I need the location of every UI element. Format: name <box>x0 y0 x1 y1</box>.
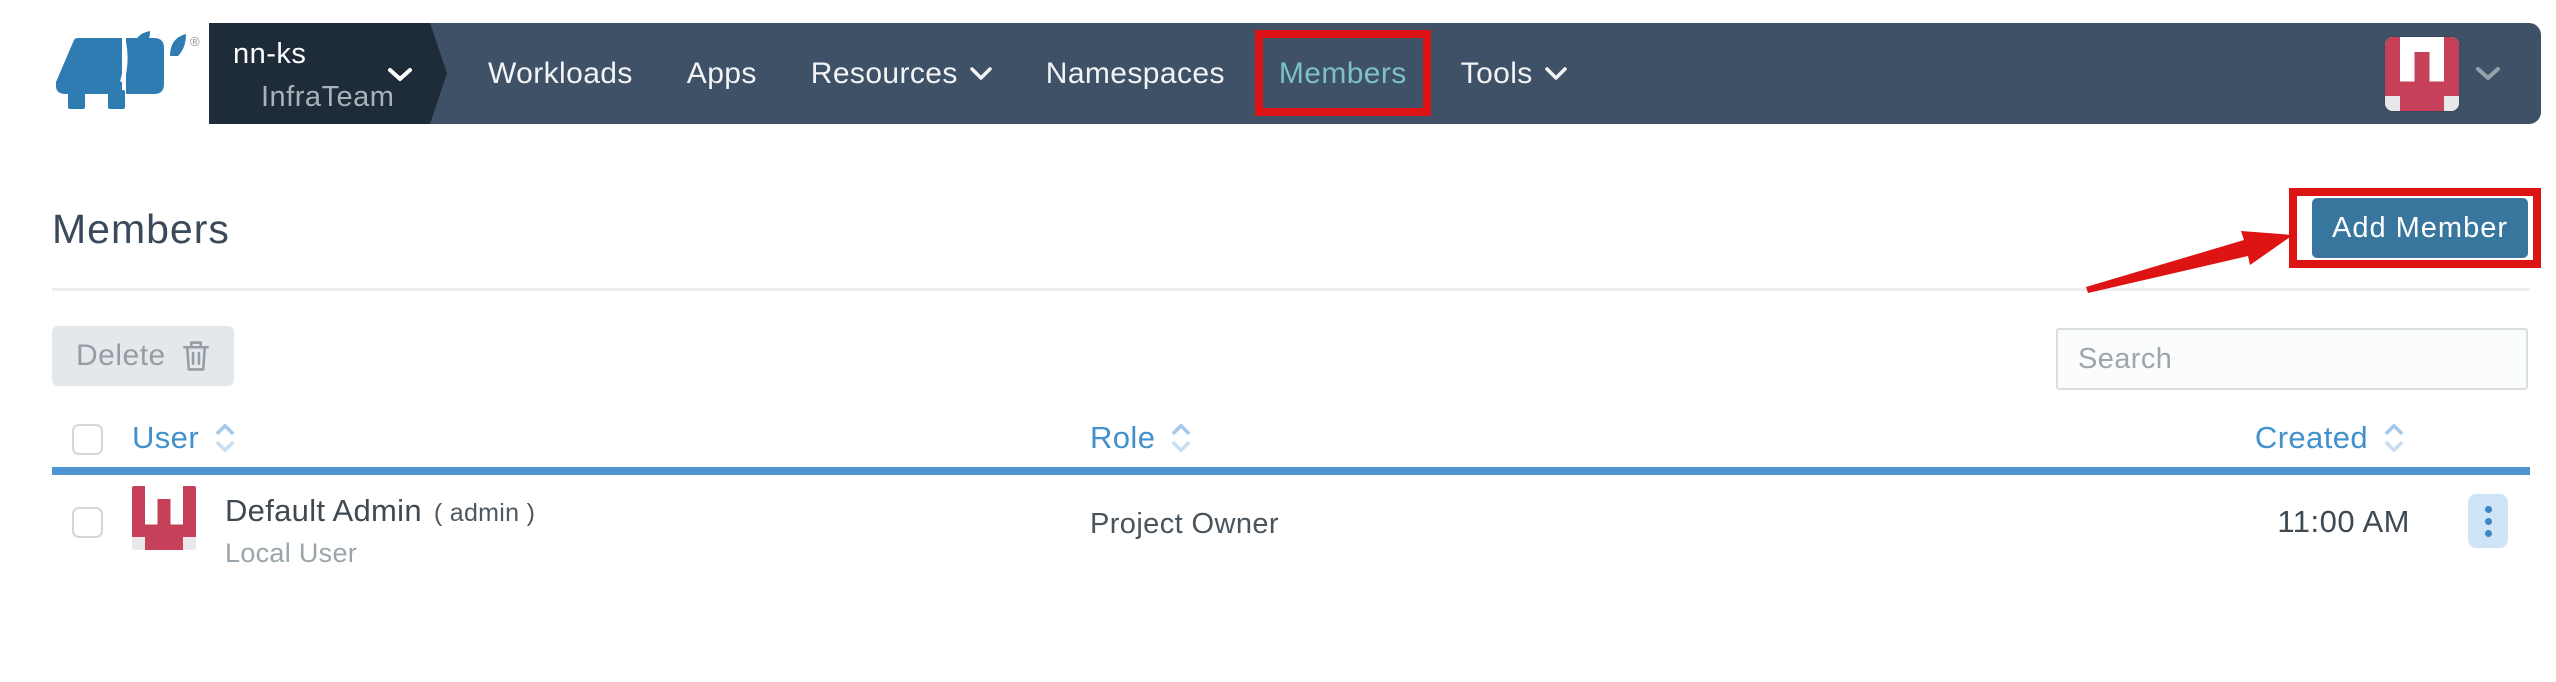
nav-item-label: Members <box>1278 56 1407 90</box>
search-input[interactable] <box>2056 328 2528 390</box>
nav-item-tools[interactable]: Tools <box>1434 23 1594 124</box>
identicon-avatar-icon <box>132 486 196 550</box>
column-header-created[interactable]: Created <box>2255 420 2406 456</box>
kebab-menu-icon <box>2484 505 2492 513</box>
chevron-down-icon <box>1544 66 1567 81</box>
select-all-checkbox[interactable] <box>72 424 103 455</box>
divider <box>52 288 2530 291</box>
user-type: Local User <box>225 538 358 568</box>
nav-item-label: Resources <box>810 56 958 90</box>
user-id: ( admin ) <box>433 499 536 527</box>
nav-item-resources[interactable]: Resources <box>784 23 1019 124</box>
identicon-avatar-icon <box>2385 36 2459 111</box>
created-cell: 11:00 AM <box>2277 504 2410 539</box>
sort-icon <box>1169 423 1193 453</box>
add-member-button[interactable]: Add Member <box>2312 198 2528 258</box>
table-header-underline <box>52 467 2530 475</box>
column-label: User <box>132 420 200 455</box>
column-label: Role <box>1090 420 1156 455</box>
nav-item-apps[interactable]: Apps <box>660 23 784 124</box>
rancher-logo: ® <box>52 30 202 114</box>
row-user-avatar <box>132 486 196 550</box>
trash-icon <box>182 340 210 372</box>
delete-label: Delete <box>76 339 166 372</box>
sort-icon <box>2382 423 2406 453</box>
page-title: Members <box>52 206 230 252</box>
nav-item-workloads[interactable]: Workloads <box>461 23 660 124</box>
add-member-label: Add Member <box>2331 211 2508 244</box>
nav-items: Workloads Apps Resources Namespaces Memb… <box>461 23 1594 124</box>
sort-icon <box>213 423 237 453</box>
column-header-user[interactable]: User <box>132 420 237 456</box>
user-display-name: Default Admin <box>225 493 422 528</box>
rancher-bull-icon: ® <box>56 31 200 109</box>
nav-item-label: Tools <box>1460 56 1533 90</box>
nav-item-members[interactable]: Members <box>1252 23 1434 124</box>
row-actions-button[interactable] <box>2468 494 2508 548</box>
chevron-down-icon <box>970 66 992 81</box>
role-cell: Project Owner <box>1090 508 1279 540</box>
user-avatar <box>2385 36 2459 111</box>
chevron-down-icon <box>2475 66 2501 82</box>
user-menu[interactable] <box>2385 23 2501 124</box>
nav-item-label: Apps <box>686 56 757 90</box>
column-header-role[interactable]: Role <box>1090 420 1193 456</box>
project-name: InfraTeam <box>261 81 395 113</box>
delete-button[interactable]: Delete <box>52 326 234 386</box>
cluster-project-selector[interactable]: nn-ks InfraTeam <box>209 23 447 124</box>
column-label: Created <box>2254 420 2368 455</box>
kebab-menu-icon <box>2484 529 2492 537</box>
row-checkbox[interactable] <box>72 507 103 538</box>
kebab-menu-icon <box>2484 517 2492 525</box>
chevron-down-icon <box>387 67 413 83</box>
nav-item-label: Workloads <box>488 56 633 90</box>
top-nav-bar: nn-ks InfraTeam Workloads Apps Resources… <box>209 23 2541 124</box>
user-name-cell: Default Admin ( admin ) <box>225 493 535 529</box>
cluster-name: nn-ks <box>233 38 307 70</box>
nav-item-namespaces[interactable]: Namespaces <box>1019 23 1252 124</box>
registered-mark: ® <box>190 34 200 49</box>
nav-item-label: Namespaces <box>1045 56 1225 90</box>
